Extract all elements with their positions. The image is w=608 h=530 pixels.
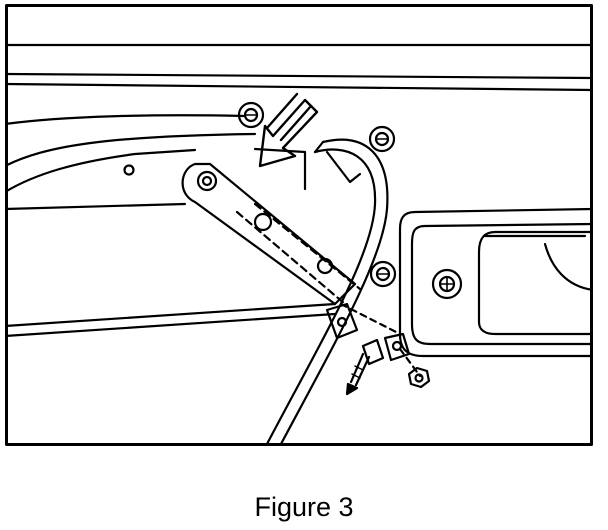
figure-caption: Figure 3 (254, 492, 354, 522)
arrow-icon (258, 92, 319, 168)
panel-hole (123, 164, 135, 176)
screw-icon (368, 125, 396, 153)
bolt-icon (345, 352, 371, 396)
screw-icon (237, 101, 265, 129)
figure-illustration (5, 4, 593, 446)
top-trim-lines (5, 43, 593, 92)
hinge-rod (265, 138, 389, 446)
screw-icon (369, 260, 397, 288)
screw-icon (431, 268, 463, 300)
nut-icon (407, 366, 431, 389)
handle-recess (398, 207, 593, 358)
hinge-arm (181, 162, 362, 306)
bracket-assembly (325, 302, 422, 378)
line-drawing (5, 4, 593, 446)
panel-edges (5, 114, 337, 338)
